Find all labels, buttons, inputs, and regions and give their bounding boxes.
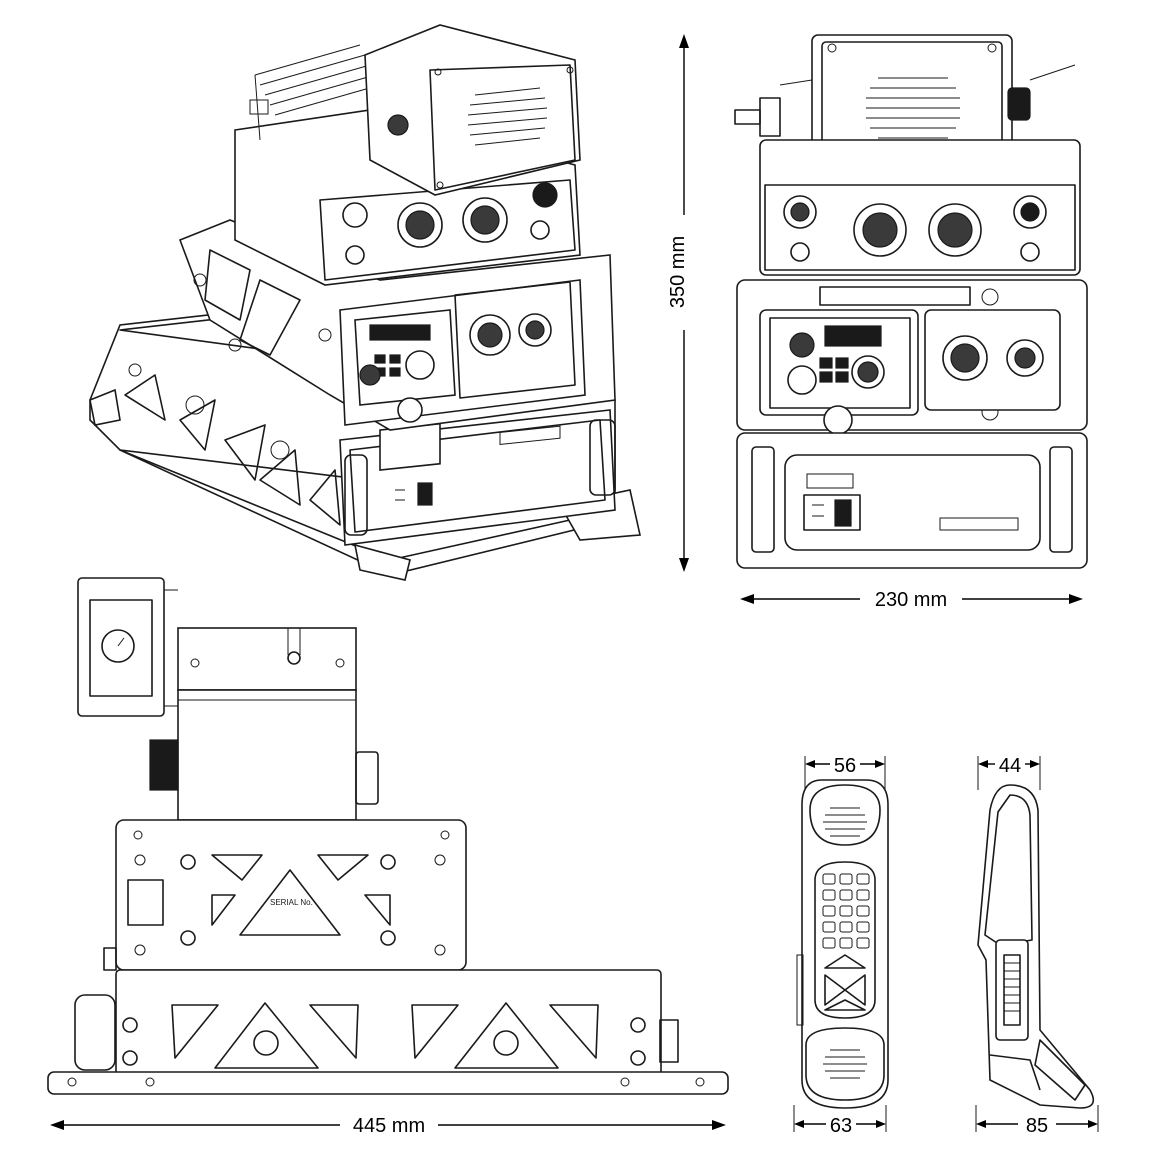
handset-keypad — [822, 873, 870, 1011]
handset-bottom-width-label: 63 — [830, 1115, 852, 1137]
side-view: SERIAL No. — [47, 577, 729, 1095]
handset-front-dimensions: 56 63 — [793, 755, 887, 1137]
isometric-view — [89, 24, 641, 581]
handset-bottom-depth-label: 85 — [1026, 1115, 1048, 1137]
length-label: 445 mm — [353, 1115, 425, 1137]
front-view — [734, 34, 1088, 569]
width-dimension: 230 mm — [740, 589, 1083, 611]
width-label: 230 mm — [875, 589, 947, 611]
handset-side-dimensions: 44 85 — [975, 755, 1099, 1137]
height-dimension: 350 mm — [667, 34, 689, 572]
serial-label: SERIAL No. — [270, 898, 313, 907]
length-dimension: 445 mm — [50, 1115, 726, 1137]
handset-front-view — [796, 779, 889, 1109]
handset-top-width-label: 56 — [834, 755, 856, 777]
handset-side-view — [977, 784, 1095, 1109]
handset-top-depth-label: 44 — [999, 755, 1021, 777]
height-label: 350 mm — [667, 236, 689, 308]
